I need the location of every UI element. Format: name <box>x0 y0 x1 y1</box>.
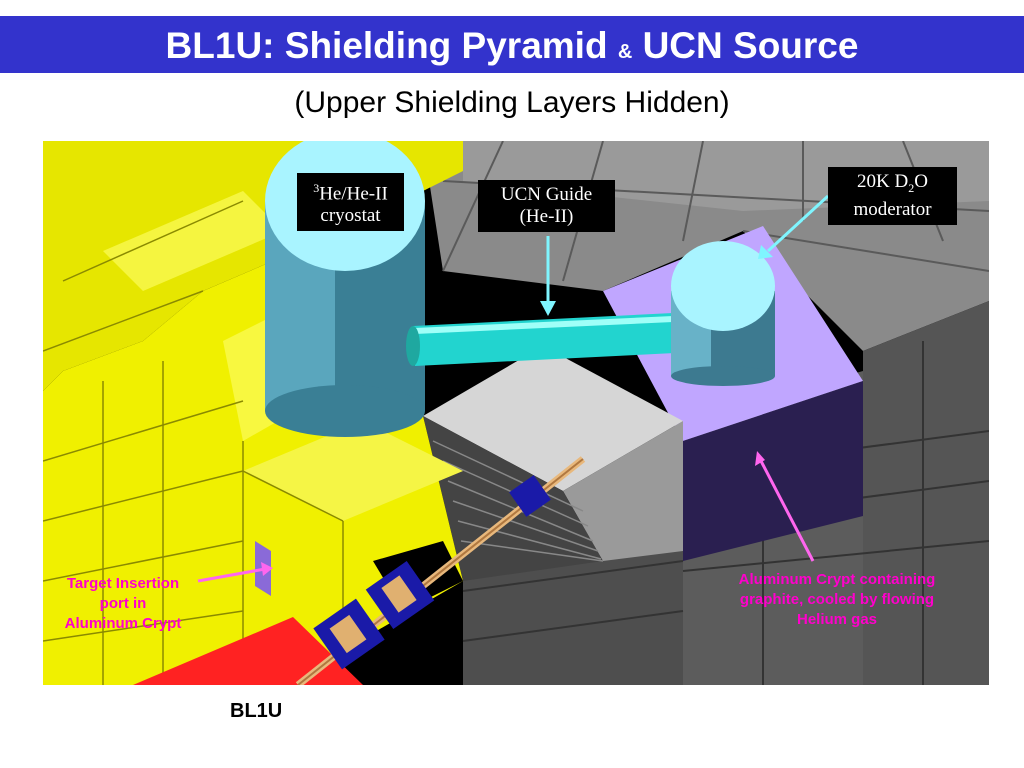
ucn-guide-label-line1: UCN Guide <box>500 184 593 205</box>
title-part-1: BL1U: Shielding Pyramid <box>165 25 618 66</box>
shielding-rendering <box>43 141 989 685</box>
moderator-label-subscript: 2 <box>908 180 915 195</box>
crypt-label-line3: Helium gas <box>796 611 878 628</box>
ucn-guide-label-line2: (He-II) <box>519 206 574 227</box>
slide-title: BL1U: Shielding Pyramid & UCN Source <box>0 24 1024 74</box>
cryostat-label-line1: He/He-II <box>319 183 388 205</box>
target-port-label-line3: Aluminum Crypt <box>64 615 182 632</box>
beamline-label: BL1U <box>230 700 283 722</box>
title-ampersand: & <box>617 41 633 63</box>
target-port-label-line1: Target Insertion <box>66 575 180 592</box>
target-port-label: Target Insertion port in Aluminum Crypt <box>52 574 194 634</box>
moderator-label-prefix: 20K D <box>857 171 909 192</box>
cryostat-label: 3He/He-II cryostat <box>297 173 404 232</box>
moderator-label: 20K D2O moderator <box>828 167 957 225</box>
cryostat-label-line2: cryostat <box>320 205 381 227</box>
title-part-2: UCN Source <box>632 25 859 66</box>
crypt-label-line1: Aluminum Crypt containing <box>738 571 936 588</box>
moderator-label-line2: moderator <box>853 198 932 220</box>
ucn-guide-label: UCN Guide (He-II) <box>478 180 615 232</box>
moderator-label-suffix: O <box>914 171 928 192</box>
slide-subtitle: (Upper Shielding Layers Hidden) <box>294 86 730 119</box>
target-port-label-line2: port in <box>99 595 147 612</box>
title-bar <box>0 16 1024 73</box>
cryostat-label-superscript: 3 <box>313 181 320 195</box>
crypt-label: Aluminum Crypt containing graphite, cool… <box>712 570 962 630</box>
crypt-label-line2: graphite, cooled by flowing <box>739 591 935 608</box>
